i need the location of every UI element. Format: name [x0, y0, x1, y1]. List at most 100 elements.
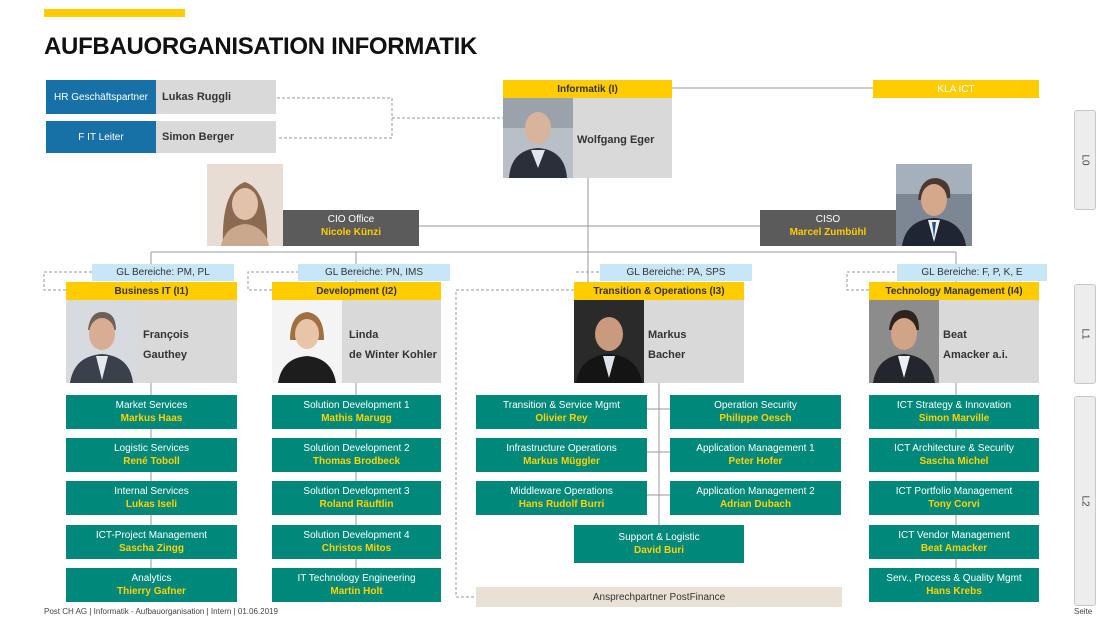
i2-unit-header: Development (I2)	[272, 282, 441, 300]
team-title: IT Technology Engineering	[297, 573, 416, 584]
team-title: Operation Security	[714, 400, 797, 411]
team-title: Application Management 2	[696, 486, 815, 497]
hr-name: Lukas Ruggli	[156, 80, 276, 114]
i2-head-last: de Winter Kohler	[349, 349, 437, 361]
team-title: Middleware Operations	[510, 486, 613, 497]
i1-head-last: Gauthey	[143, 349, 188, 361]
i1-gl-label: GL Bereiche: PM, PL	[92, 264, 234, 281]
person-photo	[869, 300, 939, 383]
team-lead: Thomas Brodbeck	[312, 456, 401, 467]
person-photo	[503, 98, 573, 178]
team-lead: Roland Räuftlin	[319, 499, 394, 510]
level-l0-marker: L0	[1074, 110, 1096, 210]
cio-office-box: CIO Office Nicole Künzi	[283, 210, 419, 246]
level-l1-marker: L1	[1074, 284, 1096, 384]
person-photo	[272, 300, 342, 383]
team-title: Solution Development 4	[303, 530, 410, 541]
i3-head-last: Bacher	[648, 349, 686, 361]
team-lead: David Buri	[633, 545, 684, 556]
team-lead: Peter Hofer	[728, 456, 783, 467]
team-lead: Martin Holt	[330, 586, 383, 597]
team-lead: Thierry Gafner	[117, 586, 186, 597]
team-lead: Mathis Marugg	[321, 413, 392, 424]
kla-ict-box: KLA ICT	[873, 80, 1039, 98]
hr-role-label: HR Geschäftspartner	[46, 80, 156, 114]
i2-head-first: Linda	[349, 329, 379, 341]
team-lead: Markus Haas	[120, 413, 183, 424]
i4-unit-header: Technology Management (I4)	[869, 282, 1039, 300]
i3-team-box: Application Management 2 Adrian Dubach	[670, 481, 841, 515]
level-l2-label: L2	[1079, 495, 1091, 507]
footer-page-label: Seite	[1074, 607, 1093, 616]
page-title: AUFBAUORGANISATION INFORMATIK	[44, 33, 478, 60]
team-lead: Christos Mitos	[321, 543, 392, 554]
team-lead: Lukas Iseli	[125, 499, 178, 510]
i2-team-box: Solution Development 1 Mathis Marugg	[272, 395, 441, 429]
footer-text: Post CH AG | Informatik - Aufbauorganisa…	[44, 607, 278, 616]
ciso-box: CISO Marcel Zumbühl	[760, 210, 896, 246]
team-title: Infrastructure Operations	[506, 443, 617, 454]
team-lead: Sascha Zingg	[118, 543, 184, 554]
i2-head-box: Linda de Winter Kohler	[272, 300, 441, 383]
i3-unit-header: Transition & Operations (I3)	[574, 282, 744, 300]
team-title: Internal Services	[114, 486, 189, 497]
accent-bar	[44, 9, 185, 17]
cio-photo	[207, 164, 283, 246]
i3-head-box: Markus Bacher	[574, 300, 744, 383]
team-lead: Hans Rudolf Burri	[518, 499, 605, 510]
team-lead: Beat Amacker	[920, 543, 988, 554]
team-title: ICT Portfolio Management	[895, 486, 1013, 497]
team-title: ICT Architecture & Security	[894, 443, 1014, 454]
team-title: ICT Vendor Management	[898, 530, 1010, 541]
i2-team-box: Solution Development 4 Christos Mitos	[272, 525, 441, 559]
person-photo	[66, 300, 137, 383]
team-lead: Adrian Dubach	[719, 499, 792, 510]
i1-unit-header: Business IT (I1)	[66, 282, 237, 300]
informatik-head-name: Wolfgang Eger	[577, 134, 655, 146]
ciso-name: Marcel Zumbühl	[789, 227, 867, 238]
team-title: ICT Strategy & Innovation	[896, 400, 1012, 411]
i3-head-first: Markus	[648, 329, 687, 341]
informatik-head-box: Wolfgang Eger	[503, 98, 672, 178]
team-lead: Markus Müggler	[523, 456, 600, 467]
team-title: Solution Development 2	[303, 443, 410, 454]
postfinance-contact-box: Ansprechpartner PostFinance	[476, 587, 842, 607]
person-photo	[574, 300, 644, 383]
i3-team-box: Application Management 1 Peter Hofer	[670, 438, 841, 472]
informatik-unit-header: Informatik (I)	[503, 80, 672, 98]
i4-head-last: Amacker a.i.	[943, 349, 1008, 361]
team-title: Transition & Service Mgmt	[503, 400, 620, 411]
team-title: Application Management 1	[696, 443, 815, 454]
team-title: Logistic Services	[113, 443, 190, 454]
fit-role-label: F IT Leiter	[46, 121, 156, 153]
i4-gl-label: GL Bereiche: F, P, K, E	[897, 264, 1047, 281]
level-l2-marker: L2	[1074, 396, 1096, 606]
team-title: Market Services	[115, 400, 188, 411]
i4-head-box: Beat Amacker a.i.	[869, 300, 1039, 383]
cio-name: Nicole Künzi	[320, 227, 381, 238]
i1-head-first: François	[143, 329, 189, 341]
i4-head-first: Beat	[943, 329, 967, 341]
i2-gl-label: GL Bereiche: PN, IMS	[298, 264, 450, 281]
team-title: Analytics	[131, 573, 172, 584]
team-lead: Sascha Michel	[919, 456, 989, 467]
team-title: Solution Development 1	[303, 400, 410, 411]
team-lead: René Toboll	[123, 456, 180, 467]
team-title: ICT-Project Management	[95, 530, 208, 541]
fit-name: Simon Berger	[156, 121, 276, 153]
